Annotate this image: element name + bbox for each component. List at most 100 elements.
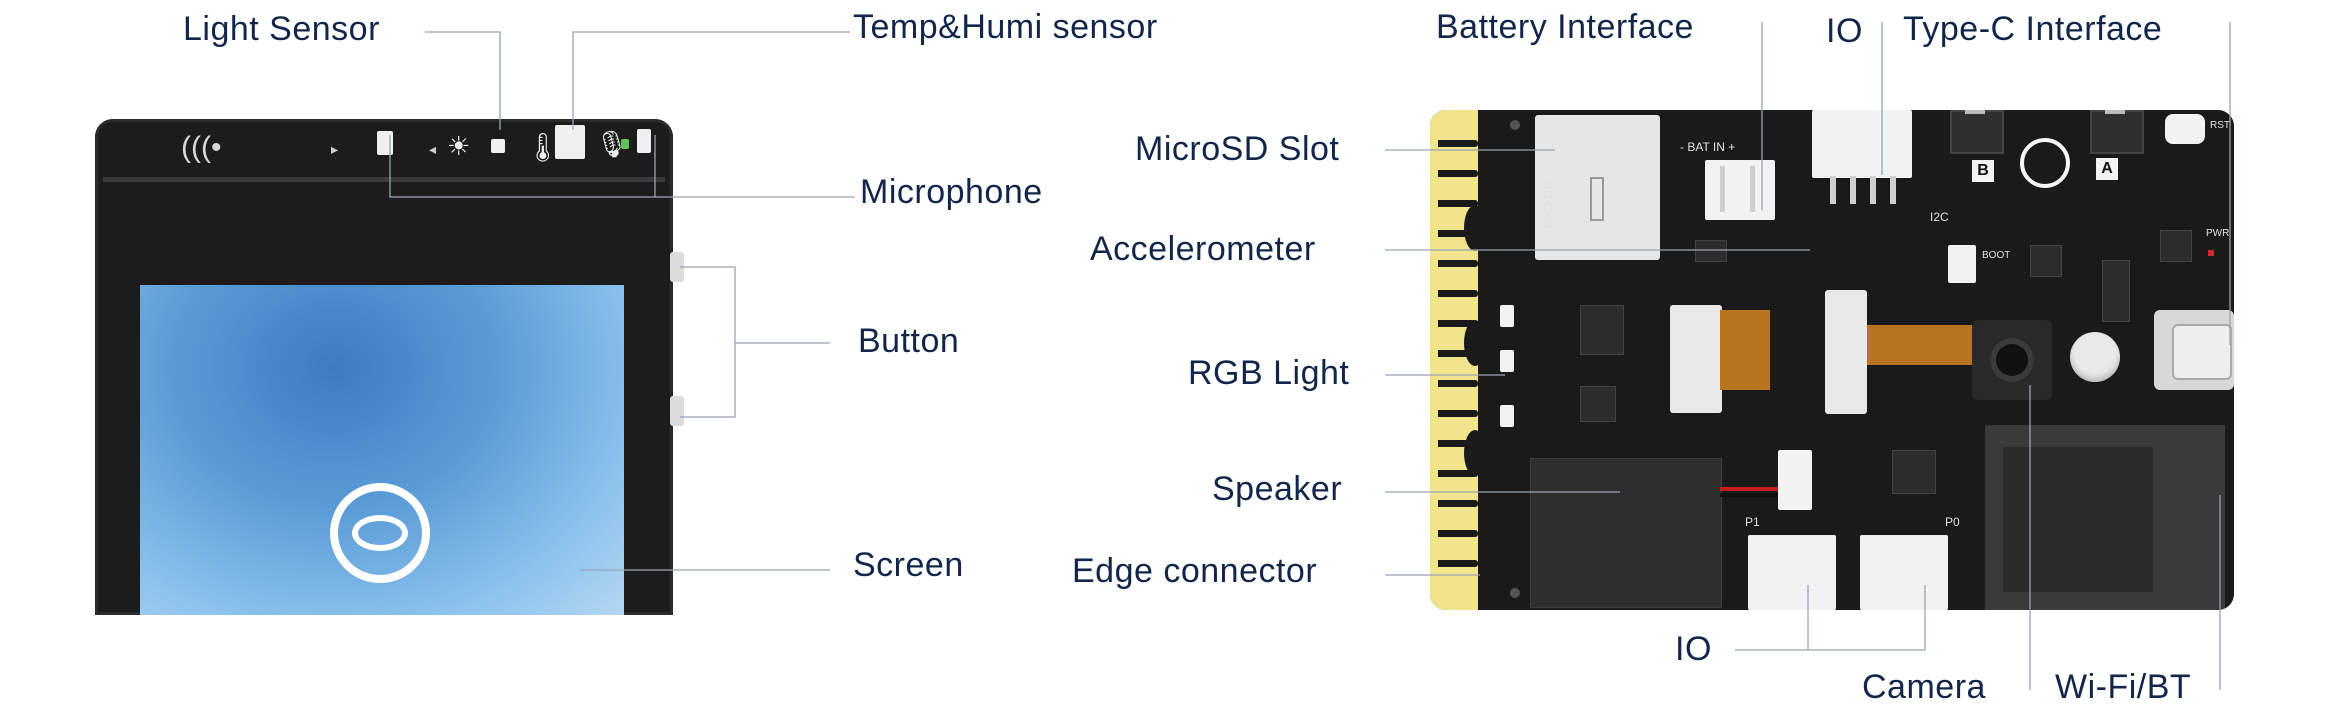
flex-cable — [1720, 310, 1770, 390]
camera-module — [1972, 320, 2052, 400]
microsd-slot — [1535, 115, 1660, 260]
ffc-connector — [1825, 290, 1867, 414]
display-screen — [140, 285, 624, 615]
edge-finger — [1438, 200, 1478, 207]
rgb-led — [1500, 405, 1514, 427]
edge-finger — [1438, 410, 1478, 417]
speaker-connector — [1778, 450, 1812, 510]
connector-pin — [1890, 176, 1896, 204]
speaker-module — [1530, 458, 1722, 608]
battery-connector — [1705, 160, 1775, 220]
regulator-chip — [2102, 260, 2130, 322]
label-speaker: Speaker — [1212, 470, 1343, 508]
light-sensor-pad — [377, 131, 393, 155]
camera-flex-cable — [1867, 325, 1977, 365]
leader-button — [680, 266, 736, 418]
ic-chip — [2160, 230, 2192, 262]
edge-finger — [1438, 170, 1478, 177]
rgb-led — [1500, 350, 1514, 372]
microphone-pad — [637, 129, 651, 153]
mount-hole — [1510, 588, 1520, 598]
p0-silkscreen: P0 — [1945, 515, 1960, 529]
edge-finger — [1438, 320, 1478, 327]
edge-finger — [1438, 500, 1478, 507]
edge-finger — [1438, 260, 1478, 267]
arrow-icon: ◂ — [429, 141, 437, 157]
status-led — [621, 139, 629, 149]
leader-light-sensor — [425, 31, 501, 130]
edge-finger — [1438, 290, 1478, 297]
label-button: Button — [858, 322, 960, 360]
p1-silkscreen: P1 — [1745, 515, 1760, 529]
label-microsd-slot: MicroSD Slot — [1135, 130, 1340, 168]
type-c-opening — [2172, 324, 2232, 380]
round-button[interactable] — [2070, 332, 2120, 382]
io-connector-top — [1812, 110, 1912, 178]
button-cap — [1965, 110, 1985, 114]
wifi-bt-module — [1985, 425, 2225, 610]
speaker-wire-black — [1720, 493, 1780, 497]
label-rgb-light: RGB Light — [1188, 354, 1350, 392]
label-temp-humi-sensor: Temp&Humi sensor — [853, 8, 1158, 46]
connector-pin — [1830, 176, 1836, 204]
ic-chip — [2030, 245, 2062, 277]
io-connector-p0 — [1860, 535, 1948, 610]
wifi-bt-shield — [2003, 447, 2153, 592]
pwr-silkscreen: PWR — [2206, 228, 2230, 239]
button-b[interactable] — [1950, 110, 2004, 154]
edge-bump — [1464, 320, 1486, 366]
reset-button[interactable] — [2165, 114, 2205, 144]
connector-pin — [1750, 166, 1755, 212]
button-cap — [2105, 110, 2125, 114]
bat-in-silkscreen: - BAT IN + — [1680, 140, 1736, 154]
label-wifi-bt: Wi-Fi/BT — [2055, 668, 2192, 706]
side-button-top[interactable] — [670, 252, 684, 282]
wireless-icon: (((• — [181, 131, 222, 164]
light-sensor-chip — [491, 139, 505, 153]
button-a[interactable] — [2090, 110, 2144, 154]
edge-finger — [1438, 470, 1478, 477]
label-type-c-interface: Type-C Interface — [1903, 10, 2163, 48]
rgb-led — [1500, 305, 1514, 327]
sd-card-silkscreen: SD Card — [1541, 181, 1556, 229]
edge-finger — [1438, 140, 1478, 147]
ffc-connector — [1670, 305, 1722, 413]
accelerometer-chip — [1695, 240, 1727, 262]
edge-finger — [1438, 440, 1478, 447]
label-light-sensor: Light Sensor — [183, 10, 380, 48]
speaker-wire-red — [1720, 487, 1780, 491]
button-a-label: A — [2096, 158, 2118, 180]
logo-icon — [330, 483, 430, 583]
label-camera: Camera — [1862, 668, 1986, 706]
camera-lens — [1990, 338, 2034, 382]
light-sensor-icon: ☀ — [447, 131, 471, 161]
power-led — [2208, 250, 2214, 256]
front-bezel-strip — [103, 177, 665, 182]
connector-pin — [1850, 176, 1856, 204]
edge-bump — [1464, 205, 1486, 251]
logo-icon — [2020, 138, 2070, 188]
mount-hole — [1510, 120, 1520, 130]
sd-slot-notch — [1590, 177, 1604, 221]
button-b-label: B — [1972, 160, 1994, 182]
edge-finger — [1438, 380, 1478, 387]
edge-finger — [1438, 230, 1478, 237]
ic-chip — [1580, 305, 1624, 355]
label-screen: Screen — [853, 546, 964, 584]
label-microphone: Microphone — [860, 173, 1043, 211]
edge-finger — [1438, 560, 1478, 567]
edge-finger — [1438, 350, 1478, 357]
amp-chip — [1892, 450, 1936, 494]
boot-button[interactable] — [1948, 245, 1976, 283]
boot-silkscreen: BOOT — [1982, 250, 2011, 261]
connector-pin — [1720, 166, 1725, 212]
i2c-silkscreen: I2C — [1930, 210, 1949, 224]
connector-pin — [1870, 176, 1876, 204]
side-button-bottom[interactable] — [670, 396, 684, 426]
arrow-icon: ▸ — [331, 141, 339, 157]
type-c-port — [2154, 310, 2234, 390]
rst-silkscreen: RST — [2210, 120, 2230, 131]
label-io-bottom: IO — [1675, 630, 1712, 668]
label-battery-interface: Battery Interface — [1436, 8, 1694, 46]
